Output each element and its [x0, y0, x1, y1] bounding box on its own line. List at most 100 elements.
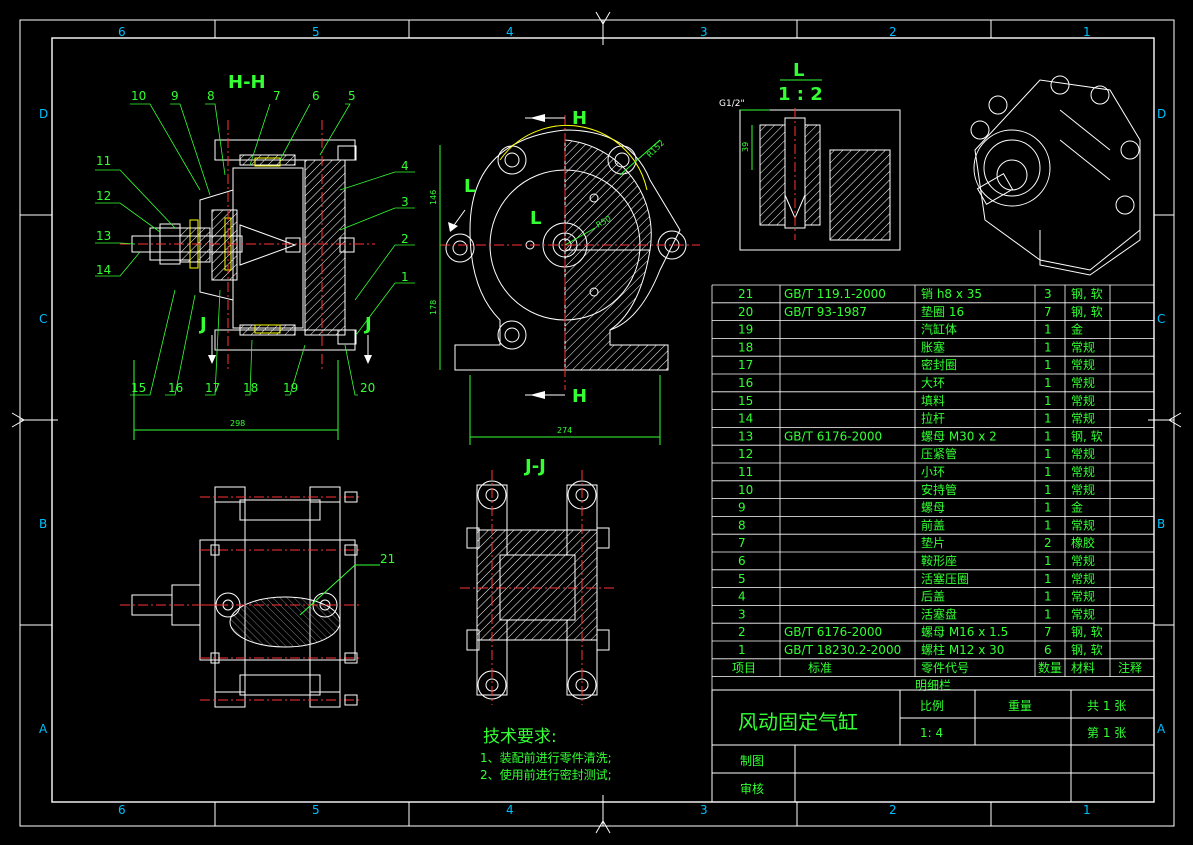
zone-left-D: D [39, 107, 48, 121]
dim-274: 274 [557, 426, 572, 435]
zone-right-B: B [1157, 517, 1165, 531]
zone-top-5: 5 [312, 25, 320, 39]
bom-cell-qty: 1 [1044, 572, 1052, 586]
zone-top-3: 3 [700, 25, 708, 39]
bom-header-mat: 材料 [1071, 661, 1095, 675]
zone-top-4: 4 [506, 25, 514, 39]
dim-39: 39 [741, 142, 750, 152]
technical-notes: 技术要求: 1、装配前进行零件清洗; 2、使用前进行密封测试; [480, 727, 612, 782]
balloon-9: 9 [171, 89, 179, 103]
bom-cell-mat: 金 [1071, 500, 1083, 515]
zone-bottom-4: 4 [506, 803, 514, 817]
bom-header-name: 零件代号 [921, 661, 969, 675]
scale-value: 1: 4 [920, 726, 943, 740]
balloon-15: 15 [131, 381, 146, 395]
bom-cell-qty: 1 [1044, 465, 1052, 479]
bom-cell-name: 螺母 M30 x 2 [921, 429, 997, 443]
bom-cell-name: 活塞压圈 [921, 571, 969, 586]
thread-g12: G1/2" [719, 99, 745, 109]
zone-bottom-1: 1 [1083, 803, 1091, 817]
bom-cell-mat: 常规 [1071, 357, 1095, 372]
bom-cell-qty: 1 [1044, 607, 1052, 621]
bom-cell-qty: 1 [1044, 554, 1052, 568]
bom-header-std: 标准 [808, 661, 832, 675]
bom-cell-no: 2 [738, 625, 746, 639]
isometric-view [970, 75, 1141, 276]
checked-label: 审核 [740, 781, 764, 796]
bom-cell-no: 7 [738, 536, 746, 550]
zone-labels-top: 6 5 4 3 2 1 [118, 25, 1091, 39]
bom-cell-mat: 钢, 软 [1071, 305, 1103, 319]
balloon-20: 20 [360, 381, 375, 395]
sheets-total: 共 1 张 [1087, 699, 1126, 713]
bom-cell-qty: 1 [1044, 394, 1052, 408]
bom-cell-no: 18 [738, 340, 753, 354]
bom-cell-mat: 常规 [1071, 339, 1095, 354]
bom-cell-name: 螺母 M16 x 1.5 [921, 625, 1008, 639]
drawn-label: 制图 [740, 754, 764, 768]
section-mark-h-bottom: H [572, 386, 587, 407]
section-mark-j-right: J [363, 314, 372, 335]
balloon-5: 5 [348, 89, 356, 103]
bom-cell-mat: 常规 [1071, 411, 1095, 426]
zone-left-B: B [39, 517, 47, 531]
section-view-jj: J-J [460, 456, 615, 705]
bom-cell-qty: 7 [1044, 625, 1052, 639]
title-block: 风动固定气缸 比例 1: 4 重量 共 1 张 第 1 张 制图 审核 [711, 689, 1155, 803]
balloon-6: 6 [312, 89, 320, 103]
bom-cell-qty: 1 [1044, 376, 1052, 390]
bom-cell-no: 6 [738, 554, 746, 568]
bom-caption: 明细栏 [915, 678, 951, 693]
bom-cell-no: 17 [738, 358, 753, 372]
bom-cell-no: 14 [738, 412, 753, 426]
bom-cell-no: 12 [738, 447, 753, 461]
bom-cell-qty: 1 [1044, 518, 1052, 532]
section-mark-h-top: H [572, 108, 587, 129]
bom-cell-qty: 1 [1044, 483, 1052, 497]
detail-mark-l2: L [530, 208, 541, 229]
balloon-17: 17 [205, 381, 220, 395]
bom-cell-name: 螺柱 M12 x 30 [921, 642, 1004, 657]
detail-mark-l: L [464, 176, 475, 197]
bom-cell-name: 小环 [921, 465, 945, 479]
bom-cell-std: GB/T 119.1-2000 [784, 287, 886, 301]
bom-cell-name: 螺母 [921, 501, 945, 515]
dim-298: 298 [230, 419, 245, 428]
balloon-4: 4 [401, 159, 409, 173]
bom-cell-qty: 1 [1044, 590, 1052, 604]
zone-labels-bottom: 6 5 4 3 2 1 [118, 803, 1091, 817]
zone-top-6: 6 [118, 25, 126, 39]
bom-cell-no: 13 [738, 429, 753, 443]
notes-line-1: 1、装配前进行零件清洗; [480, 750, 612, 765]
bom-cell-name: 拉杆 [921, 411, 945, 426]
sheet-frame [11, 11, 1182, 834]
section-mark-j-left: J [198, 314, 207, 335]
bom-cell-no: 1 [738, 643, 746, 657]
view-title-jj: J-J [523, 456, 546, 477]
bom-cell-no: 19 [738, 323, 753, 337]
bom-cell-name: 大环 [921, 376, 945, 390]
bom-cell-std: GB/T 93-1987 [784, 305, 867, 319]
bom-cell-qty: 1 [1044, 412, 1052, 426]
bom-cell-name: 压紧管 [921, 446, 957, 461]
bom-cell-mat: 常规 [1071, 571, 1095, 586]
bom-cell-mat: 常规 [1071, 589, 1095, 604]
balloon-21: 21 [380, 552, 395, 566]
balloon-1: 1 [401, 270, 409, 284]
bom-cell-no: 21 [738, 287, 753, 301]
bom-cell-name: 垫圈 16 [921, 304, 964, 319]
bom-cell-mat: 常规 [1071, 393, 1095, 408]
dim-r152: R152 [645, 138, 666, 159]
balloon-14: 14 [96, 263, 111, 277]
bom-cell-name: 垫片 [921, 535, 945, 550]
zone-right-D: D [1157, 107, 1166, 121]
balloon-19: 19 [283, 381, 298, 395]
balloon-18: 18 [243, 381, 258, 395]
bom-cell-mat: 常规 [1071, 482, 1095, 497]
bom-cell-mat: 橡胶 [1071, 535, 1095, 550]
balloon-16: 16 [168, 381, 183, 395]
zone-bottom-2: 2 [889, 803, 897, 817]
bom-cell-mat: 钢, 软 [1071, 429, 1103, 443]
bom-cell-no: 9 [738, 501, 746, 515]
